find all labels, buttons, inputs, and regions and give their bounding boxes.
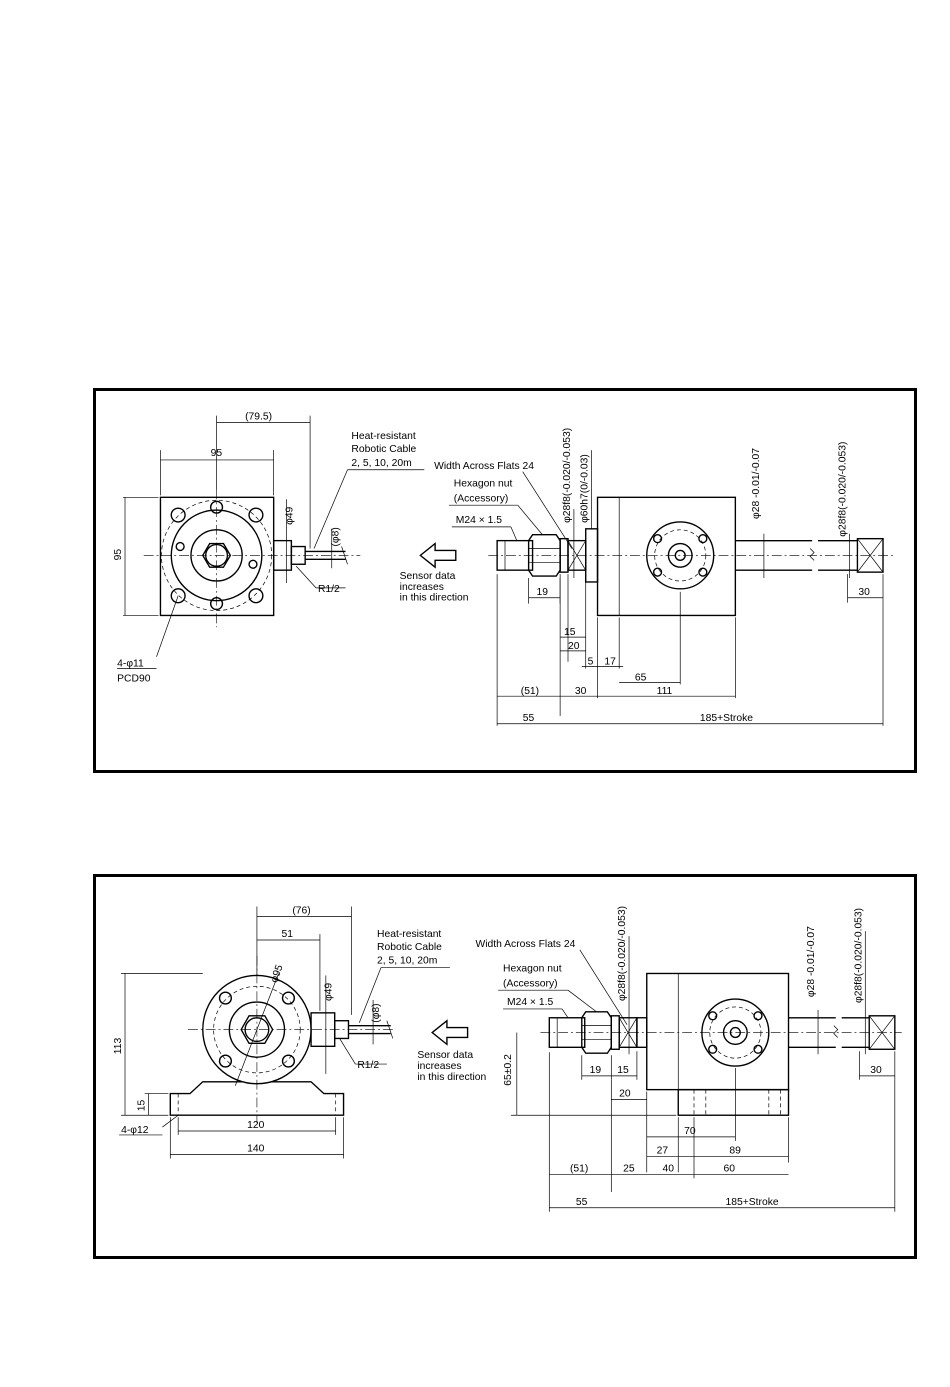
dim-15: 15 — [617, 1065, 629, 1076]
technical-drawing-2: (76) 51 φ95 φ49 (φ8) R1/2 113 15 4-φ12 1… — [113, 905, 902, 1212]
dim-185-stroke: 185+Stroke — [700, 713, 753, 724]
label-cable-3: 2, 5, 10, 20m — [377, 956, 437, 967]
end-view-foot — [169, 955, 395, 1124]
tol-60h7: φ60h7(0/-0.03) — [580, 454, 591, 523]
label-r-half: R1/2 — [357, 1060, 379, 1071]
label-nut-2: (Accessory) — [503, 978, 558, 989]
sensor-text-3: in this direction — [400, 593, 469, 604]
dim-140: 140 — [247, 1144, 264, 1155]
dim-51: 51 — [282, 929, 294, 940]
dim-phi95: φ95 — [269, 963, 286, 984]
foot-base — [169, 1081, 345, 1116]
label-cable-1: Heat-resistant — [377, 929, 441, 940]
dim-95-height: 95 — [113, 549, 124, 561]
dim-55: 55 — [576, 1197, 588, 1208]
dim-76: (76) — [292, 905, 310, 916]
left-arrow-icon — [431, 1019, 469, 1046]
dim-89: 89 — [729, 1146, 741, 1157]
dim-19: 19 — [537, 587, 549, 598]
dim-phi49: φ49 — [324, 983, 335, 1001]
tol-28f8-rod: φ28f8(-0.020/-0.053) — [853, 908, 864, 1003]
screw-head — [175, 541, 185, 552]
sensor-text-1: Sensor data — [400, 571, 456, 582]
label-nut-1: Hexagon nut — [503, 964, 562, 975]
dim-27: 27 — [657, 1146, 669, 1157]
dim-20: 20 — [568, 641, 580, 652]
dim-65-tol: 65±0.2 — [503, 1054, 514, 1086]
dim-30: 30 — [870, 1065, 882, 1076]
label-thread: M24 × 1.5 — [507, 997, 553, 1008]
side-view-dimensions: Width Across Flats 24 Hexagon nut (Acces… — [434, 428, 884, 726]
label-cable-3: 2, 5, 10, 20m — [351, 458, 411, 469]
tol-28: φ28 -0.01/-0.07 — [751, 448, 762, 519]
end-view-square — [143, 489, 361, 628]
side-view — [540, 972, 902, 1116]
dim-15: 15 — [564, 627, 576, 638]
label-holes: 4-φ12 — [121, 1125, 149, 1136]
dim-111: 111 — [657, 686, 673, 697]
mount-hole — [170, 507, 186, 523]
label-pcd: PCD90 — [117, 673, 151, 684]
screw-head — [248, 559, 258, 569]
side-view-dimensions: Width Across Flats 24 Hexagon nut (Acces… — [475, 906, 896, 1212]
label-r-half: R1/2 — [318, 584, 340, 595]
foot-side — [677, 1088, 790, 1116]
label-flats: Width Across Flats 24 — [434, 461, 534, 472]
dim-40: 40 — [663, 1163, 675, 1174]
left-arrow-icon — [419, 542, 457, 569]
dim-25: 25 — [623, 1163, 635, 1174]
dim-19: 19 — [590, 1065, 602, 1076]
sensor-direction: Sensor data increases in this direction — [417, 1019, 487, 1083]
dim-5: 5 — [588, 657, 594, 668]
label-thread: M24 × 1.5 — [456, 515, 502, 526]
dim-79-5: (79.5) — [245, 412, 272, 423]
label-cable-2: Robotic Cable — [351, 444, 416, 455]
sensor-text-3: in this direction — [417, 1072, 486, 1083]
label-nut-1: Hexagon nut — [454, 478, 513, 489]
dim-30: 30 — [575, 686, 587, 697]
dim-20: 20 — [619, 1089, 631, 1100]
body-side — [596, 496, 737, 617]
hex-nut-side — [581, 1011, 613, 1054]
dim-30-rod: 30 — [858, 587, 870, 598]
label-nut-2: (Accessory) — [454, 493, 509, 504]
drawing-panel-square-flange: 95 (79.5) 95 φ49 (φ8) R1/2 4-φ11 PCD90 H… — [93, 388, 917, 773]
dim-15: 15 — [137, 1100, 148, 1112]
mount-hole — [248, 588, 264, 604]
label-flats: Width Across Flats 24 — [475, 939, 575, 950]
side-view — [488, 496, 895, 617]
dim-120: 120 — [247, 1120, 264, 1131]
end-view-dimensions: 95 (79.5) 95 φ49 (φ8) R1/2 4-φ11 PCD90 H… — [113, 412, 425, 684]
dim-51: (51) — [521, 686, 539, 697]
tol-28f8: φ28f8(-0.020/-0.053) — [617, 906, 628, 1001]
sensor-direction: Sensor data increases in this direction — [400, 542, 469, 604]
drawing-panel-foot-mount: (76) 51 φ95 φ49 (φ8) R1/2 113 15 4-φ12 1… — [93, 874, 917, 1259]
dim-60: 60 — [724, 1163, 736, 1174]
technical-drawing-1: 95 (79.5) 95 φ49 (φ8) R1/2 4-φ11 PCD90 H… — [113, 412, 895, 726]
dim-phi49: φ49 — [284, 506, 295, 524]
label-cable-1: Heat-resistant — [351, 431, 415, 442]
mount-hole — [248, 507, 264, 523]
label-cable-2: Robotic Cable — [377, 942, 442, 953]
dim-55: 55 — [523, 713, 535, 724]
tol-28f8-rod: φ28f8(-0.020/-0.053) — [838, 442, 849, 537]
dim-51-side: (51) — [570, 1163, 588, 1174]
end-view-dimensions: (76) 51 φ95 φ49 (φ8) R1/2 113 15 4-φ12 1… — [113, 905, 450, 1159]
dim-phi8: (φ8) — [331, 527, 342, 546]
dim-65: 65 — [635, 672, 647, 683]
dim-17: 17 — [604, 657, 616, 668]
mount-hole — [170, 588, 186, 604]
sensor-text-2: increases — [417, 1061, 461, 1072]
body-side — [646, 972, 790, 1091]
dim-phi8: (φ8) — [371, 1003, 382, 1022]
label-holes: 4-φ11 — [117, 659, 144, 670]
tol-28f8: φ28f8(-0.020/-0.053) — [562, 428, 573, 523]
sensor-text-1: Sensor data — [417, 1050, 473, 1061]
dim-70: 70 — [684, 1126, 696, 1137]
dim-113: 113 — [113, 1037, 124, 1054]
hex-nut-side — [527, 534, 561, 577]
sensor-text-2: increases — [400, 582, 444, 593]
dim-185-stroke: 185+Stroke — [726, 1197, 779, 1208]
tol-28: φ28 -0.01/-0.07 — [806, 926, 817, 997]
